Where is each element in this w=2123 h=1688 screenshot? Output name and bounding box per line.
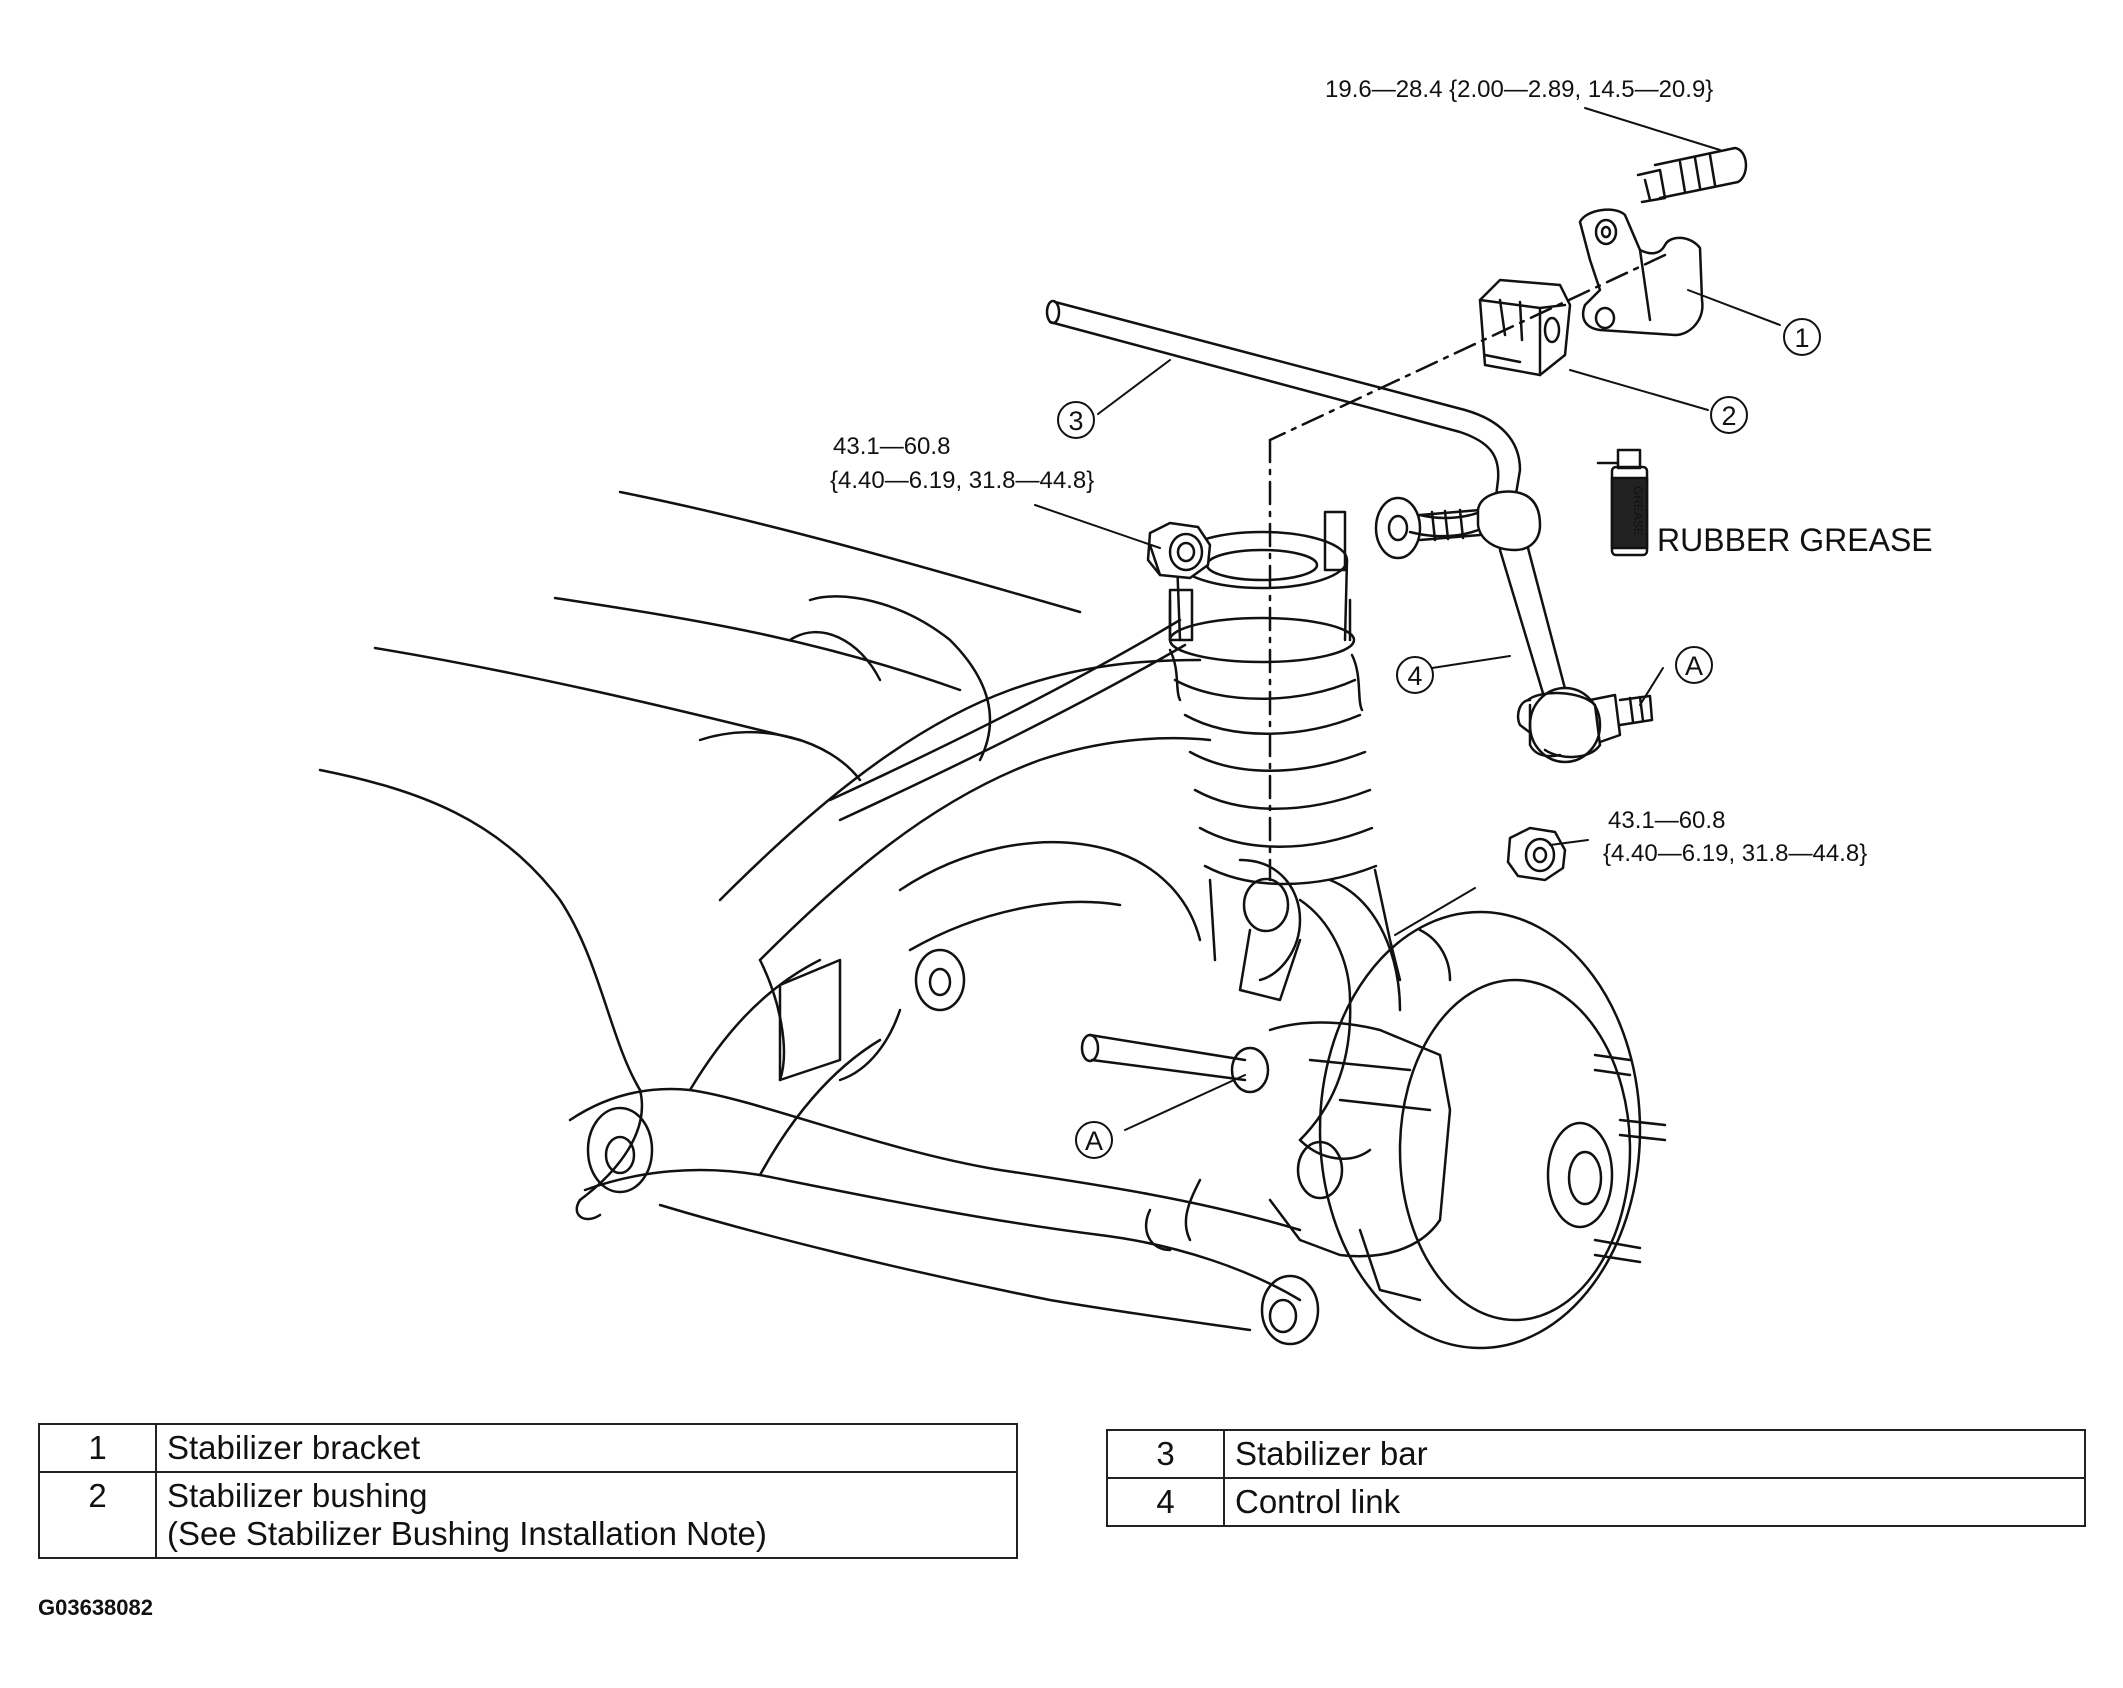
legend-num: 3 [1106, 1429, 1225, 1479]
lower-nut [1506, 826, 1567, 882]
legend-num: 1 [38, 1423, 157, 1473]
callout-label-4: 4 [1407, 661, 1422, 691]
rubber-grease-label: RUBBER GREASE [1657, 522, 1933, 558]
brake-caliper [1144, 1021, 1452, 1302]
legend-name: Stabilizer bracket [155, 1423, 1018, 1473]
legend-table-left: 1 Stabilizer bracket 2 Stabilizer bushin… [38, 1423, 1018, 1559]
callout-circle-4 [1396, 656, 1434, 694]
control-link [1374, 490, 1654, 764]
legend-row: 1 Stabilizer bracket [38, 1423, 1018, 1473]
grease-can-icon [1596, 448, 1649, 557]
stabilizer-bracket [1578, 208, 1704, 337]
legend-table-right: 3 Stabilizer bar 4 Control link [1106, 1429, 2086, 1527]
torque-lower-nut-line2: {4.40—6.19, 31.8—44.8} [1603, 840, 1867, 867]
callout-circles [1057, 318, 1821, 1159]
callout-circle-2 [1710, 396, 1748, 434]
torque-lower-nut-line1: 43.1—60.8 [1608, 807, 1725, 834]
legend-num: 4 [1106, 1477, 1225, 1527]
callout-circle-a-upper [1675, 646, 1713, 684]
grease-can-text: GREASE [1631, 486, 1645, 536]
callout-label-2: 2 [1721, 401, 1736, 431]
figure-id: G03638082 [38, 1595, 153, 1620]
callout-label-a-upper: A [1685, 651, 1703, 681]
brake-rotor [1318, 910, 1667, 1350]
callout-circle-a-lower [1075, 1121, 1113, 1159]
leader-lines [1034, 107, 1781, 1131]
torque-bracket-bolt: 19.6—28.4 {2.00—2.89, 14.5—20.9} [1325, 76, 1713, 103]
legend-name: Control link [1223, 1477, 2086, 1527]
bracket-bolt [1636, 146, 1748, 204]
torque-upper-nut-line2: {4.40—6.19, 31.8—44.8} [830, 467, 1094, 494]
callout-circle-1 [1783, 318, 1821, 356]
legend-row: 3 Stabilizer bar [1106, 1429, 2086, 1479]
vehicle-body-lines [318, 490, 1082, 1202]
lower-control-arm [568, 958, 1320, 1346]
legend-name: Stabilizer bushing [167, 1477, 428, 1514]
steering-knuckle [1238, 877, 1402, 1142]
torque-upper-nut-line1: 43.1—60.8 [833, 433, 950, 460]
legend-row: 4 Control link [1106, 1477, 2086, 1527]
upper-nut [1146, 521, 1212, 580]
legend-row: 2 Stabilizer bushing (See Stabilizer Bus… [38, 1471, 1018, 1559]
upper-frame-rail [718, 658, 1302, 1082]
strut-assembly [1168, 253, 1667, 982]
stabilizer-bar [828, 299, 1522, 822]
callout-label-1: 1 [1794, 323, 1809, 353]
callout-circle-3 [1057, 401, 1095, 439]
callout-label-a-lower: A [1085, 1126, 1103, 1156]
legend-note: (See Stabilizer Bushing Installation Not… [167, 1515, 767, 1552]
stabilizer-bushing [1478, 278, 1572, 377]
legend-name-cell: Stabilizer bushing (See Stabilizer Bushi… [155, 1471, 1018, 1559]
tie-rod [1080, 1033, 1270, 1094]
legend-num: 2 [38, 1471, 157, 1559]
callout-label-3: 3 [1068, 406, 1083, 436]
legend-name: Stabilizer bar [1223, 1429, 2086, 1479]
